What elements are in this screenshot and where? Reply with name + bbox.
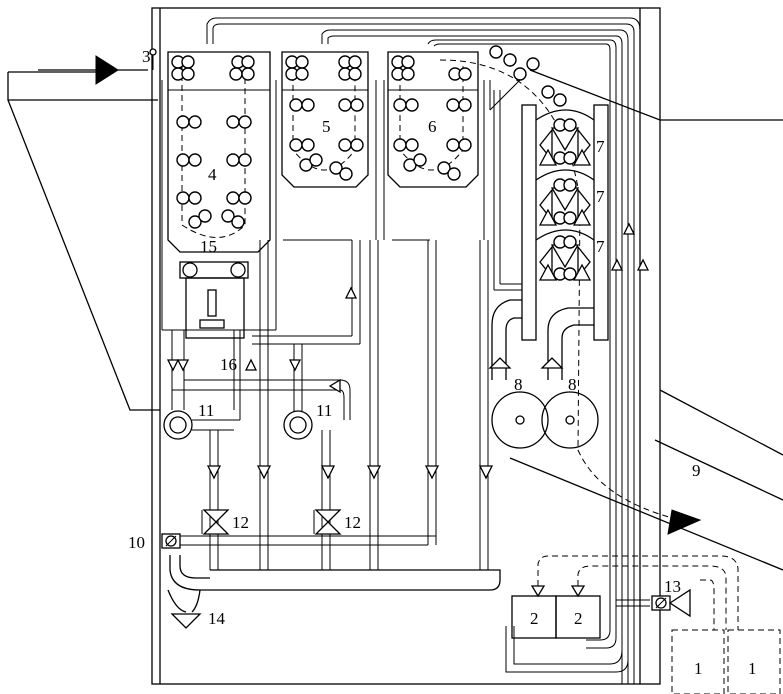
label-1b: 1 (748, 659, 757, 678)
tank-6 (383, 51, 485, 240)
pump-11-left (163, 410, 193, 440)
valve-10 (161, 533, 181, 549)
label-9: 9 (692, 461, 701, 480)
machine-cabinet (151, 7, 661, 685)
label-14: 14 (208, 609, 226, 628)
dryer-7 (521, 104, 609, 341)
label-8b: 8 (568, 375, 577, 394)
tank-6-rolls (391, 55, 472, 181)
tank-5 (275, 51, 377, 240)
label-7a: 7 (596, 137, 605, 156)
blower-8-left (488, 299, 549, 449)
pump-11-right (283, 410, 313, 440)
piping-lower-right (505, 555, 739, 673)
label-3: 3 (142, 47, 151, 66)
label-15: 15 (200, 237, 217, 256)
label-2b: 2 (574, 609, 583, 628)
sensor-3 (149, 48, 157, 70)
label-5: 5 (322, 117, 331, 136)
label-11a: 11 (198, 401, 214, 420)
valve-13 (651, 588, 691, 618)
unit-1-right (727, 629, 781, 694)
label-8a: 8 (514, 375, 523, 394)
valve-12-left (201, 509, 230, 535)
label-4: 4 (208, 165, 217, 184)
tank-4-rolls (171, 55, 255, 229)
transfer-rolls (489, 45, 567, 111)
label-7c: 7 (596, 237, 605, 256)
label-6: 6 (428, 117, 437, 136)
label-10: 10 (128, 533, 145, 552)
label-13: 13 (664, 577, 681, 596)
label-16: 16 (220, 355, 237, 374)
tank-4 (161, 51, 277, 331)
label-11b: 11 (316, 401, 332, 420)
label-1a: 1 (694, 659, 703, 678)
tank-5-rolls (285, 55, 364, 181)
piping (167, 17, 641, 684)
outfeed-conveyor-9 (509, 69, 783, 571)
blower-8-right (540, 307, 599, 449)
valve-12-right (313, 509, 342, 535)
infeed-table (7, 71, 160, 411)
infeed-arrow (38, 55, 148, 85)
label-2a: 2 (530, 609, 539, 628)
flow-arrows (166, 222, 650, 629)
label-12a: 12 (232, 513, 249, 532)
label-12b: 12 (344, 513, 361, 532)
label-7b: 7 (596, 187, 605, 206)
unit-1-left (671, 629, 725, 694)
filter-unit-15-16 (179, 261, 249, 339)
dryer-nozzles (538, 118, 592, 281)
unit-2-right (555, 595, 601, 639)
